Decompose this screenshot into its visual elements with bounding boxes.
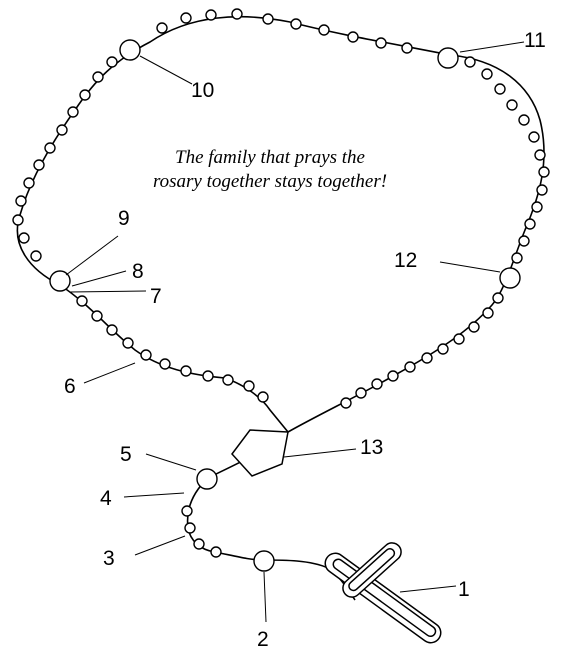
label-1: 1	[458, 578, 470, 601]
bead	[512, 253, 522, 263]
label-3: 3	[103, 547, 115, 570]
bead	[291, 19, 301, 29]
bead	[182, 506, 192, 516]
label-8: 8	[132, 260, 144, 283]
bead	[57, 125, 67, 135]
bead	[77, 296, 87, 306]
label-12: 12	[394, 249, 417, 272]
label-7: 7	[150, 285, 162, 308]
bead	[107, 57, 117, 67]
bead	[68, 107, 78, 117]
label-11: 11	[524, 29, 546, 52]
centerpiece-medal	[232, 430, 288, 476]
leader-lines	[66, 42, 524, 622]
bead	[34, 160, 44, 170]
bead	[203, 371, 213, 381]
bead-large	[197, 469, 217, 489]
bead	[483, 308, 493, 318]
label-6: 6	[64, 375, 76, 398]
bead	[405, 362, 415, 372]
bead	[141, 350, 151, 360]
bead	[123, 338, 133, 348]
crucifix-icon	[321, 539, 444, 646]
bead	[206, 10, 216, 20]
bead	[160, 359, 170, 369]
rosary-beads	[13, 9, 549, 571]
bead	[539, 167, 549, 177]
label-4: 4	[100, 487, 112, 510]
bead	[31, 251, 41, 261]
label-2: 2	[257, 628, 269, 651]
bead	[211, 547, 221, 557]
bead	[45, 143, 55, 153]
label-13: 13	[360, 436, 383, 459]
bead	[465, 57, 475, 67]
bead	[356, 388, 366, 398]
bead	[438, 344, 448, 354]
bead	[92, 311, 102, 321]
bead	[223, 375, 233, 385]
bead-large	[500, 268, 520, 288]
bead	[402, 43, 412, 53]
bead	[535, 150, 545, 160]
bead	[525, 219, 535, 229]
bead	[157, 23, 167, 33]
bead	[244, 381, 254, 391]
bead	[493, 293, 503, 303]
caption-text: The family that prays the rosary togethe…	[150, 146, 390, 194]
label-9: 9	[118, 207, 130, 230]
bead	[194, 539, 204, 549]
bead	[507, 100, 517, 110]
bead	[469, 322, 479, 332]
number-labels: 1 2 3 4 5 6 7 8 9 10 11 12 13	[64, 29, 546, 651]
bead	[258, 392, 268, 402]
bead	[454, 334, 464, 344]
bead	[80, 90, 90, 100]
bead	[482, 69, 492, 79]
bead	[537, 185, 547, 195]
bead	[319, 25, 329, 35]
label-10: 10	[191, 79, 214, 102]
bead	[263, 14, 273, 24]
bead	[495, 84, 505, 94]
bead-large	[438, 48, 458, 68]
bead	[519, 236, 529, 246]
bead	[16, 196, 26, 206]
bead	[19, 233, 29, 243]
bead	[422, 353, 432, 363]
bead	[372, 379, 382, 389]
bead	[532, 202, 542, 212]
bead	[13, 215, 23, 225]
bead	[232, 9, 242, 19]
bead	[181, 366, 191, 376]
bead	[376, 38, 386, 48]
bead-large	[254, 551, 274, 571]
bead	[93, 72, 103, 82]
bead	[529, 132, 539, 142]
bead	[185, 523, 195, 533]
label-5: 5	[120, 443, 132, 466]
bead	[341, 398, 351, 408]
bead	[107, 325, 117, 335]
bead-large	[120, 40, 140, 60]
bead	[348, 32, 358, 42]
bead	[24, 178, 34, 188]
bead	[181, 13, 191, 23]
bead	[519, 115, 529, 125]
bead	[388, 371, 398, 381]
